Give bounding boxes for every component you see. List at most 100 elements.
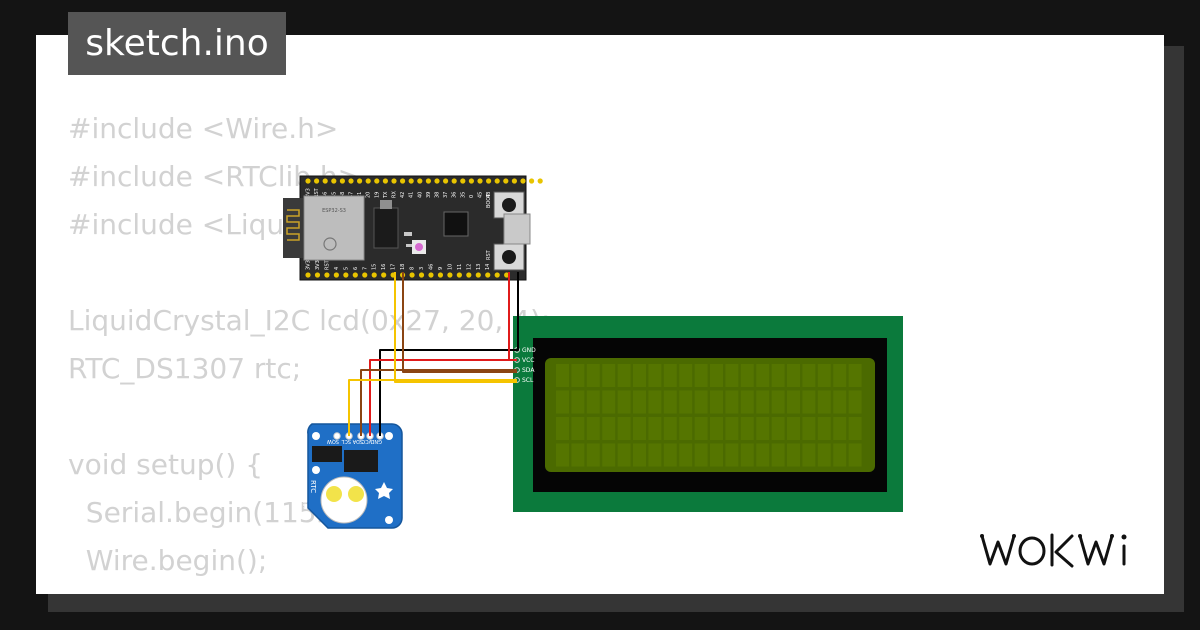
lcd-cell bbox=[556, 364, 569, 387]
pin-label: 36 bbox=[452, 192, 458, 198]
pin-label: 3V3 bbox=[306, 260, 312, 270]
lcd-cell bbox=[833, 417, 847, 440]
pin-label: 16 bbox=[381, 264, 387, 270]
header-pin[interactable] bbox=[485, 272, 491, 278]
header-pin[interactable] bbox=[333, 272, 339, 278]
header-pin[interactable] bbox=[437, 272, 444, 278]
wire-scl-rtc-lcd[interactable] bbox=[348, 379, 517, 436]
code-line: void setup() { bbox=[68, 448, 264, 481]
header-pin[interactable] bbox=[520, 178, 526, 184]
pin-label: 45 bbox=[478, 192, 484, 198]
header-pin[interactable] bbox=[434, 178, 440, 184]
header-pin[interactable] bbox=[362, 272, 368, 278]
antenna-trace-icon bbox=[286, 209, 300, 241]
reset-button[interactable] bbox=[493, 243, 525, 271]
pin-label: RST bbox=[324, 259, 330, 270]
header-pin[interactable] bbox=[511, 178, 517, 184]
lcd-cell bbox=[694, 390, 708, 414]
lcd-cell bbox=[740, 417, 754, 440]
header-pin[interactable] bbox=[382, 178, 388, 184]
wire-vcc-rtc-lcd[interactable] bbox=[369, 359, 517, 436]
header-pin[interactable] bbox=[305, 272, 311, 278]
header-pin[interactable] bbox=[374, 178, 380, 184]
mount-hole bbox=[385, 432, 393, 440]
pin-label: 37 bbox=[443, 192, 449, 198]
header-pin[interactable] bbox=[456, 272, 462, 278]
wire-gnd-esp32[interactable] bbox=[517, 272, 519, 351]
lcd-cell bbox=[787, 443, 800, 467]
lcd-cell bbox=[848, 417, 862, 440]
pin-label: 46 bbox=[428, 264, 434, 270]
lcd-cell bbox=[648, 390, 662, 414]
pin-label: 0 bbox=[469, 195, 475, 198]
lcd-pin-label: SCL bbox=[522, 377, 534, 384]
lcd-cell bbox=[725, 364, 739, 387]
wire-gnd-rtc-lcd[interactable] bbox=[379, 349, 517, 436]
header-pin[interactable] bbox=[408, 178, 414, 184]
header-pin[interactable] bbox=[314, 272, 321, 278]
lcd-cell bbox=[725, 390, 739, 414]
header-pin[interactable] bbox=[343, 272, 349, 278]
header-pin[interactable] bbox=[486, 178, 492, 184]
header-pin[interactable] bbox=[339, 178, 345, 184]
header-pin[interactable] bbox=[324, 272, 330, 278]
header-pin[interactable] bbox=[477, 178, 483, 184]
wire-5v-esp32[interactable] bbox=[508, 272, 517, 361]
header-pin[interactable] bbox=[305, 178, 311, 184]
header-pin[interactable] bbox=[400, 178, 406, 184]
lcd-cell bbox=[617, 390, 631, 414]
rtc-pin[interactable] bbox=[333, 432, 341, 440]
header-pin[interactable] bbox=[425, 178, 431, 184]
header-pin[interactable] bbox=[451, 178, 457, 184]
rtc-pin-label: SQW bbox=[327, 438, 339, 444]
lcd-cell bbox=[771, 417, 785, 440]
header-pin[interactable] bbox=[468, 178, 474, 184]
header-pin[interactable] bbox=[348, 178, 354, 184]
header-pin[interactable] bbox=[466, 272, 472, 278]
header-pin[interactable] bbox=[428, 272, 434, 278]
wire-sda-rtc-lcd[interactable] bbox=[360, 369, 517, 436]
wire-sda-esp32[interactable] bbox=[402, 272, 517, 373]
header-pin[interactable] bbox=[529, 178, 535, 184]
header-pin[interactable] bbox=[409, 272, 415, 278]
header-pin[interactable] bbox=[365, 178, 371, 184]
boot-label: BOOT bbox=[486, 193, 492, 208]
header-pin[interactable] bbox=[475, 272, 481, 278]
lcd-cell bbox=[802, 443, 816, 467]
header-pin[interactable] bbox=[357, 178, 363, 184]
pin-label: 45 bbox=[331, 192, 337, 198]
smd-component bbox=[406, 244, 412, 247]
header-pin[interactable] bbox=[371, 272, 377, 278]
header-pin[interactable] bbox=[417, 178, 423, 184]
header-pin[interactable] bbox=[494, 178, 500, 184]
lcd-cell bbox=[771, 443, 785, 467]
ds1307-chip bbox=[344, 450, 378, 472]
lcd-cell bbox=[663, 390, 677, 414]
file-tab[interactable]: sketch.ino bbox=[68, 12, 286, 75]
header-pin[interactable] bbox=[352, 272, 358, 278]
lcd-cell bbox=[648, 417, 662, 440]
header-pin[interactable] bbox=[504, 272, 510, 278]
header-pin[interactable] bbox=[314, 178, 320, 184]
header-pin[interactable] bbox=[537, 178, 543, 184]
header-pin[interactable] bbox=[331, 178, 337, 184]
header-pin[interactable] bbox=[418, 272, 425, 278]
header-pin[interactable] bbox=[322, 178, 328, 184]
pin-label: 47 bbox=[349, 192, 355, 198]
lcd-cell bbox=[756, 364, 770, 387]
header-pin[interactable] bbox=[447, 272, 453, 278]
lcd-cell bbox=[617, 417, 631, 440]
header-pin[interactable] bbox=[391, 178, 397, 184]
header-pin[interactable] bbox=[443, 178, 449, 184]
wire-scl-esp32[interactable] bbox=[394, 272, 517, 383]
lcd-cell bbox=[586, 390, 600, 414]
header-pin[interactable] bbox=[460, 178, 466, 184]
lcd-cell bbox=[648, 364, 662, 387]
code-line: Wire.begin(); bbox=[68, 544, 268, 577]
lcd-display[interactable]: GND VCC SDA SCL bbox=[513, 316, 903, 512]
header-pin[interactable] bbox=[494, 272, 500, 278]
header-pin[interactable] bbox=[381, 272, 387, 278]
header-pin[interactable] bbox=[503, 178, 509, 184]
